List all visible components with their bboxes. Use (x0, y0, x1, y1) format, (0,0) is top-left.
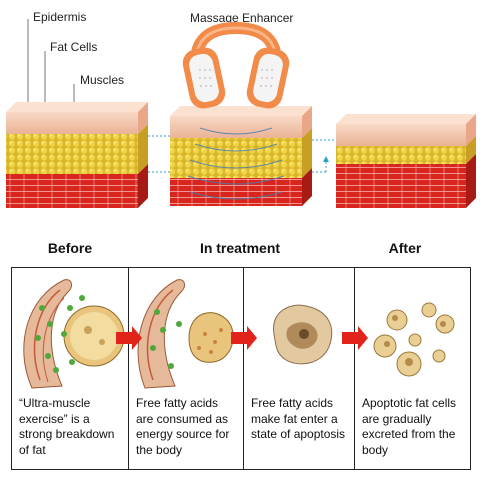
up-arrow-icon (323, 156, 329, 162)
stage-before-label: Before (47, 240, 93, 256)
fat-cells-label: Fat Cells (50, 40, 98, 54)
epidermis-label: Epidermis (33, 10, 87, 24)
panel-2-text: Free fatty acids are consumed as energy … (136, 396, 230, 457)
apoptosis-cell-illustration (273, 304, 333, 365)
panel-4-text: Apoptotic fat cells are gradually excret… (362, 396, 457, 457)
tissue-diagram (6, 19, 476, 208)
panel-apoptosis: Free fatty acids make fat enter a state … (243, 268, 354, 469)
panel-ultra-muscle: “Ultra-muscle exercise” is a strong brea… (12, 268, 128, 469)
after-tissue-block (336, 114, 476, 208)
fat-consumption-illustration (137, 279, 234, 389)
process-panels: “Ultra-muscle exercise” is a strong brea… (11, 267, 471, 470)
muscle-fat-illustration (23, 279, 125, 389)
stage-treatment-label: In treatment (199, 240, 281, 256)
panel-fatty-acids-consumed: Free fatty acids are consumed as energy … (128, 268, 243, 469)
muscles-label: Muscles (80, 73, 125, 87)
before-tissue-block (6, 102, 148, 208)
massage-enhancer-label: Massage Enhancer (190, 11, 294, 25)
panel-3-text: Free fatty acids make fat enter a state … (251, 396, 346, 441)
massage-enhancer-device (182, 21, 290, 109)
panel-excreted: Apoptotic fat cells are gradually excret… (354, 268, 469, 469)
treatment-tissue-block (170, 106, 312, 206)
stage-after-label: After (388, 240, 422, 256)
excreted-cells-illustration (373, 302, 455, 377)
wave-lines (187, 127, 285, 200)
panel-1-text: “Ultra-muscle exercise” is a strong brea… (19, 396, 115, 457)
